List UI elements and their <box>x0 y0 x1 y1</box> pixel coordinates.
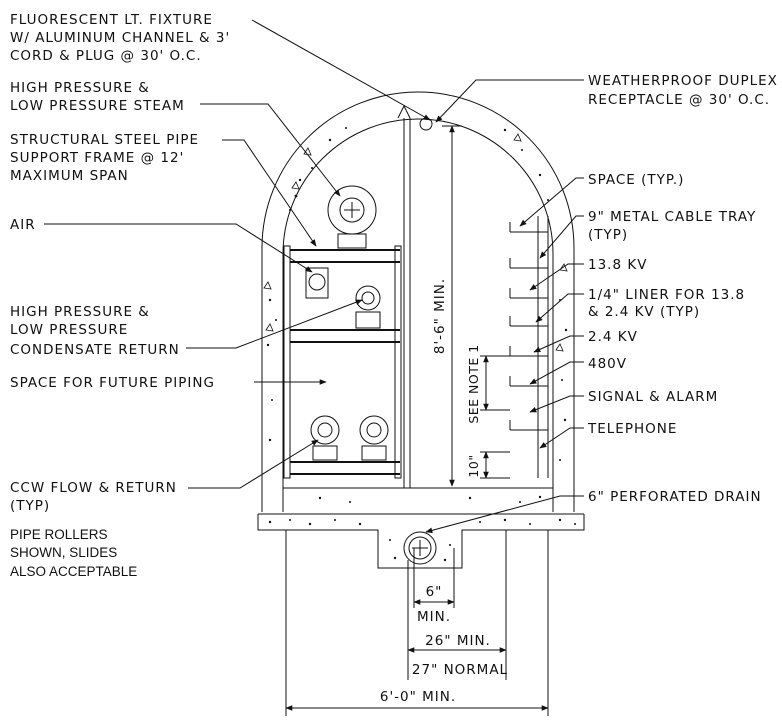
dim-6ft <box>285 530 549 716</box>
label-condensate-line1: HIGH PRESSURE & <box>10 304 150 320</box>
dim-label-10in: 10" <box>466 454 481 477</box>
label-13-8kv: 13.8 KV <box>588 257 647 273</box>
label-signal-alarm: SIGNAL & ALARM <box>588 389 718 405</box>
label-rollers-line3: ALSO ACCEPTABLE <box>10 564 137 579</box>
label-air: AIR <box>10 217 36 233</box>
concrete-texture <box>263 127 568 461</box>
label-receptacle-line1: WEATHERPROOF DUPLEX <box>588 73 778 89</box>
label-receptacle-line2: RECEPTACLE @ 30' O.C. <box>588 92 770 108</box>
label-fixture-line2: W/ ALUMINUM CHANNEL & 3' <box>10 30 230 46</box>
label-space: SPACE (TYP.) <box>588 172 684 188</box>
right-labels: WEATHERPROOF DUPLEX RECEPTACLE @ 30' O.C… <box>587 73 778 505</box>
steam-pipe <box>327 185 377 249</box>
label-frame-line3: MAXIMUM SPAN <box>10 168 129 184</box>
label-telephone: TELEPHONE <box>587 421 677 437</box>
label-condensate-line3: CONDENSATE RETURN <box>10 342 180 358</box>
label-rollers-line1: PIPE ROLLERS <box>10 527 108 542</box>
label-steam-line1: HIGH PRESSURE & <box>10 80 150 96</box>
label-drain: 6" PERFORATED DRAIN <box>588 489 762 505</box>
dim-label-27in: 27" NORMAL <box>412 662 508 678</box>
label-steam-line2: LOW PRESSURE STEAM <box>10 98 185 114</box>
dim-6in <box>413 548 455 608</box>
label-frame-line2: SUPPORT FRAME @ 12' <box>10 150 184 166</box>
dim-label-min: MIN. <box>417 609 451 625</box>
dimension-labels: 8'-6" MIN. SEE NOTE 1 10" 6" MIN. 26" MI… <box>380 278 508 705</box>
left-labels: FLUORESCENT LT. FIXTURE W/ ALUMINUM CHAN… <box>10 12 230 579</box>
dim-vertical-10in <box>480 451 510 479</box>
ccw-pipes <box>310 415 389 461</box>
tunnel-shell <box>261 91 575 512</box>
condensate-return-pipe <box>355 285 381 329</box>
dim-label-see-note: SEE NOTE 1 <box>466 344 481 423</box>
label-2-4kv: 2.4 KV <box>588 329 638 345</box>
label-liner-line2: & 2.4 KV (TYP) <box>588 304 700 320</box>
tray-set <box>509 222 548 431</box>
dim-label-6in: 6" <box>426 584 443 600</box>
label-cable-tray-line1: 9" METAL CABLE TRAY <box>588 209 756 225</box>
perforated-drain-pipe <box>403 531 437 565</box>
dim-label-26in: 26" MIN. <box>425 633 491 649</box>
label-rollers-line2: SHOWN, SLIDES <box>10 545 117 560</box>
label-future-piping: SPACE FOR FUTURE PIPING <box>10 375 215 391</box>
pipe-support-frame <box>283 118 411 488</box>
label-liner-line1: 1/4" LINER FOR 13.8 <box>588 287 745 303</box>
label-fixture-line3: CORD & PLUG @ 30' O.C. <box>10 48 202 64</box>
dim-label-8ft6: 8'-6" MIN. <box>432 278 448 354</box>
label-480v: 480V <box>588 356 627 372</box>
dim-vertical-see-note <box>480 355 510 411</box>
floor-slab <box>257 487 585 569</box>
label-condensate-line2: LOW PRESSURE <box>10 322 128 338</box>
label-cable-tray-line2: (TYP) <box>588 227 628 243</box>
air-pipe <box>305 267 329 299</box>
label-ccw-line1: CCW FLOW & RETURN <box>10 480 177 496</box>
label-fixture-line1: FLUORESCENT LT. FIXTURE <box>10 12 213 28</box>
label-frame-line1: STRUCTURAL STEEL PIPE <box>10 132 199 148</box>
label-ccw-line2: (TYP) <box>10 498 50 514</box>
dim-vertical-main <box>442 125 462 487</box>
dim-label-6ft: 6'-0" MIN. <box>380 689 456 705</box>
dim-26in <box>407 530 507 680</box>
leader-lines <box>44 19 584 534</box>
